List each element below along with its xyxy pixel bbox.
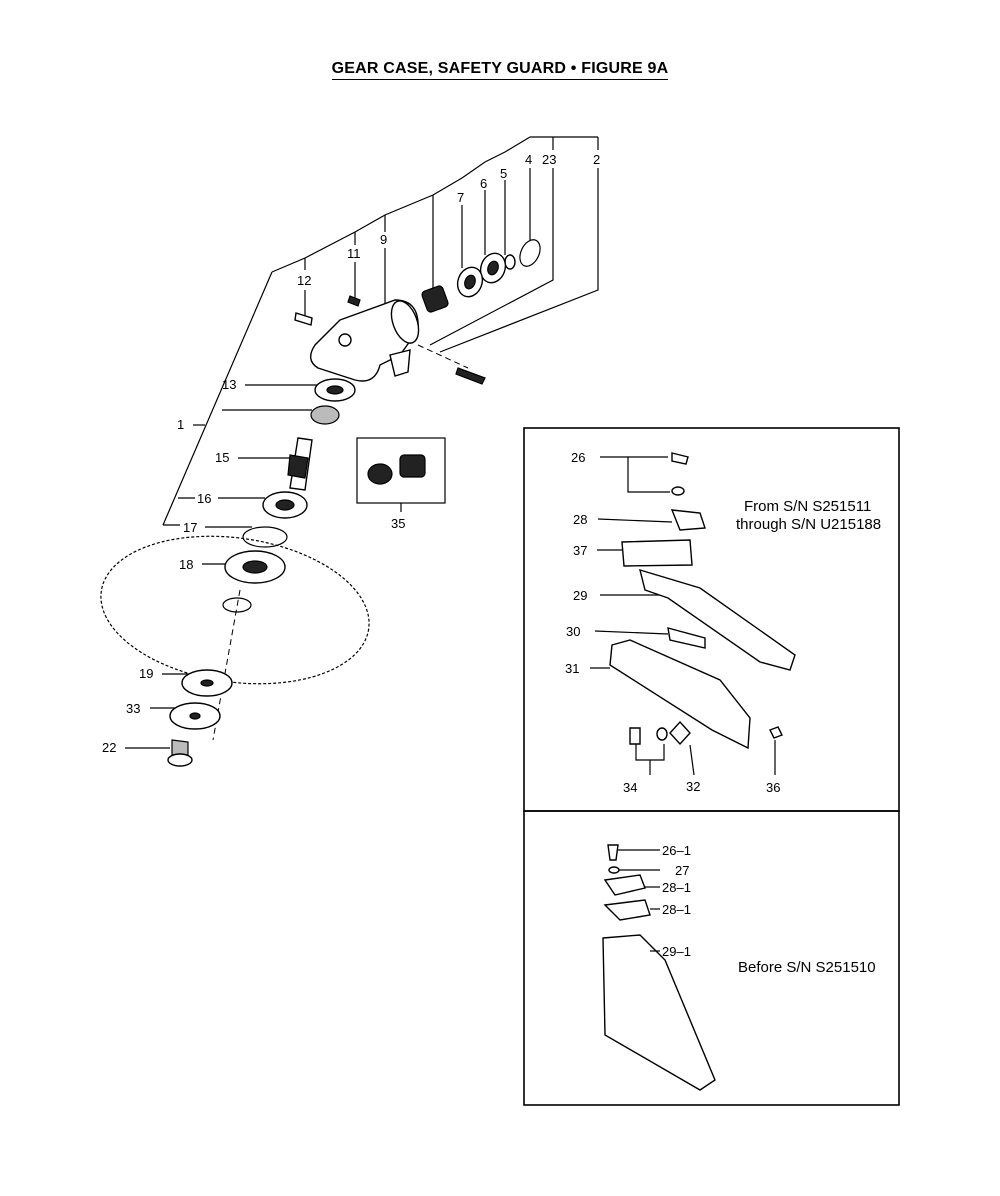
label-37 <box>621 539 693 567</box>
label-p4: 4 <box>525 152 532 167</box>
label-p2: 2 <box>593 152 600 167</box>
label-p31: 31 <box>565 661 579 676</box>
label-p23: 23 <box>542 152 556 167</box>
lower-inset-parts <box>602 844 716 1091</box>
note-upper-line2: through S/N U215188 <box>736 516 881 533</box>
label-p26-1: 26–1 <box>662 843 691 858</box>
label-p32: 32 <box>686 779 700 794</box>
label-p29: 29 <box>573 588 587 603</box>
label-p1: 1 <box>177 417 184 432</box>
label-p28: 28 <box>573 512 587 527</box>
leader-lines <box>125 136 599 749</box>
note-lower: Before S/N S251510 <box>738 959 876 976</box>
label-p9: 9 <box>380 232 387 247</box>
label-p13: 13 <box>222 377 236 392</box>
label-p18: 18 <box>179 557 193 572</box>
serial-notes: From S/N S251511 through S/N U215188 Bef… <box>736 498 881 976</box>
clamp-28-1b <box>603 899 651 921</box>
bolt-11 <box>347 295 361 307</box>
snap-ring-4 <box>519 239 541 267</box>
part-labels: 2 23 4 5 6 7 9 11 12 13 1 15 16 17 18 19… <box>102 152 780 959</box>
screw-26 <box>671 452 689 465</box>
label-p36: 36 <box>766 780 780 795</box>
label-p17: 17 <box>183 520 197 535</box>
lower-inset-panel <box>523 810 900 1106</box>
bevel-gear <box>310 405 340 425</box>
gear-case <box>310 299 419 382</box>
gear-case-parts <box>100 239 541 767</box>
label-p33: 33 <box>126 701 140 716</box>
snap-ring-17 <box>242 526 288 548</box>
label-p29-1: 29–1 <box>662 944 691 959</box>
note-upper-line1: From S/N S251511 <box>744 498 871 515</box>
bracket-30 <box>667 627 706 649</box>
label-p22: 22 <box>102 740 116 755</box>
saw-blade <box>100 535 370 685</box>
guard-plate-31 <box>609 639 751 750</box>
label-p28-1a: 28–1 <box>662 880 691 895</box>
label-p35: 35 <box>391 516 405 531</box>
label-p6: 6 <box>480 176 487 191</box>
label-p5: 5 <box>500 166 507 181</box>
clamp-bolt <box>455 367 486 385</box>
upper-inset-parts <box>590 452 796 776</box>
pinion-gear <box>421 285 449 313</box>
label-p19: 19 <box>139 666 153 681</box>
bolt-12 <box>294 312 313 326</box>
figure-title: GEAR CASE, SAFETY GUARD • FIGURE 9A <box>0 60 1000 80</box>
washer-26 <box>671 486 685 496</box>
clamp-28 <box>670 509 706 531</box>
plate-32 <box>669 720 691 746</box>
bolt-34 <box>629 727 641 745</box>
safety-guard-29 <box>639 568 796 671</box>
screw-26-1 <box>607 844 619 861</box>
label-p16: 16 <box>197 491 211 506</box>
clamp-28-1a <box>603 874 646 896</box>
label-p28-1b: 28–1 <box>662 902 691 917</box>
figure-title-text: GEAR CASE, SAFETY GUARD • FIGURE 9A <box>331 60 669 80</box>
label-p27: 27 <box>675 863 689 878</box>
label-p15: 15 <box>215 450 229 465</box>
label-p37: 37 <box>573 543 587 558</box>
washer-34 <box>656 727 668 741</box>
label-p26: 26 <box>571 450 585 465</box>
label-p30: 30 <box>566 624 580 639</box>
label-p11: 11 <box>347 246 361 261</box>
nut-36 <box>769 726 783 739</box>
label-p7: 7 <box>457 190 464 205</box>
washer-27 <box>608 866 620 874</box>
label-p12: 12 <box>297 273 311 288</box>
label-p34: 34 <box>623 780 637 795</box>
gear-kit-35 <box>356 437 446 512</box>
safety-guard-29-1 <box>602 934 716 1091</box>
washer-5 <box>504 254 516 270</box>
